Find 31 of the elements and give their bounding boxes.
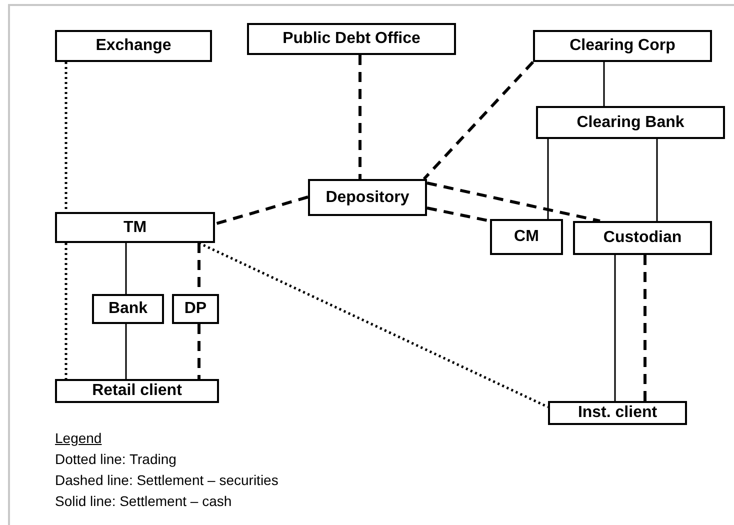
entity-box: CM (490, 219, 563, 255)
dashed-line (644, 255, 646, 401)
entity-box: Custodian (573, 221, 712, 255)
dashed-line (426, 182, 600, 222)
dotted-line (198, 242, 549, 408)
entity-box: Retail client (55, 379, 219, 403)
legend-heading: Legend (55, 430, 102, 446)
connector-line (125, 243, 127, 294)
entity-box: Depository (308, 179, 427, 216)
dashed-line (214, 196, 308, 226)
connector-line (547, 139, 549, 219)
dashed-line (422, 60, 534, 180)
legend-entry: Dashed line: Settlement – securities (55, 472, 278, 488)
entity-box: Clearing Corp (533, 30, 712, 62)
dashed-line (198, 324, 200, 379)
entity-box: Inst. client (548, 401, 687, 425)
connector-line (125, 324, 127, 379)
connector-line (614, 255, 616, 401)
legend-entry: Solid line: Settlement – cash (55, 493, 232, 509)
dashed-line (358, 55, 362, 179)
dotted-line (64, 62, 68, 212)
connector-line (656, 139, 658, 221)
entity-box: Bank (92, 294, 164, 324)
entity-box: TM (55, 212, 215, 243)
dotted-line (64, 243, 68, 379)
entity-box: Exchange (55, 30, 212, 62)
entity-box: Public Debt Office (247, 23, 456, 55)
connector-line (603, 62, 605, 106)
entity-box: DP (172, 294, 219, 324)
legend-entry: Dotted line: Trading (55, 451, 176, 467)
entity-box: Clearing Bank (536, 106, 725, 139)
